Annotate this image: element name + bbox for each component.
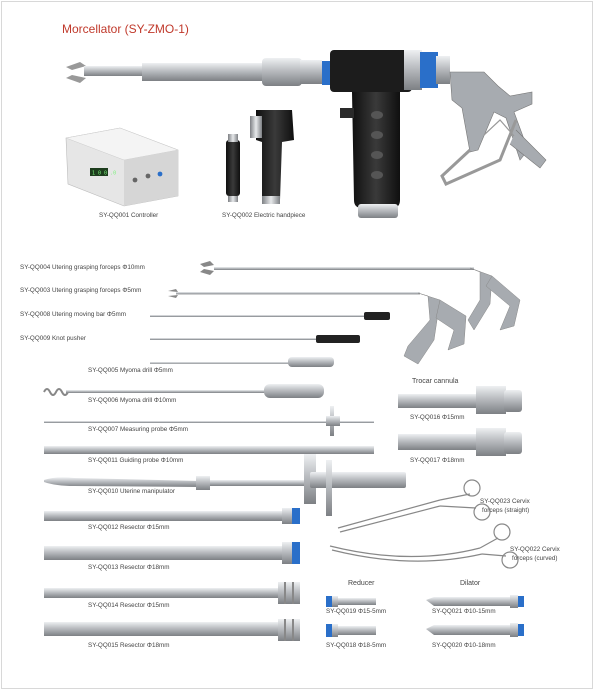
electric-handpiece [226, 110, 294, 204]
label-myoma-drill-5mm: SY-QQ005 Myoma drill Φ5mm [88, 367, 173, 374]
label-reducer-18-5mm: SY-QQ018 Φ18-5mm [326, 642, 387, 649]
knot-pusher [150, 335, 360, 343]
grasping-forceps-10mm [200, 261, 521, 331]
label-resector-15mm-b: SY-QQ014 Resector Φ15mm [88, 602, 170, 609]
label-controller: SY-QQ001 Controller [99, 212, 159, 219]
label-cervix-curved-1: SY-QQ022 Cervix [510, 546, 560, 553]
label-trocar-15mm: SY-QQ016 Φ15mm [410, 414, 465, 421]
label-cervix-straight-2: forceps (straight) [482, 507, 530, 514]
utering-moving-bar [150, 312, 390, 320]
grasping-forceps-5mm [168, 289, 467, 365]
label-electric-handpiece: SY-QQ002 Electric handpiece [222, 212, 306, 219]
reducer-15-5mm [326, 596, 376, 607]
reducer-18-5mm [326, 624, 376, 637]
guiding-probe [44, 446, 374, 454]
label-knot-pusher: SY-QQ009 Knot pusher [20, 335, 86, 342]
resector-18mm-a [44, 542, 300, 564]
controller-box: 1 0 0 .0 [65, 127, 179, 207]
label-grasping-forceps-10mm: SY-QQ004 Utering grasping forceps Φ10mm [20, 264, 145, 271]
label-grasping-forceps-5mm: SY-QQ003 Utering grasping forceps Φ5mm [20, 287, 142, 294]
uterine-manipulator [44, 454, 406, 516]
label-measuring-probe: SY-QQ007 Measuring probe Φ5mm [88, 426, 188, 433]
label-resector-18mm-a: SY-QQ013 Resector Φ18mm [88, 564, 170, 571]
label-uterine-manipulator: SY-QQ010 Uterine manipulator [88, 488, 175, 495]
header-trocar-cannula: Trocar cannula [412, 378, 459, 385]
cervix-forceps-straight [337, 479, 491, 533]
label-trocar-18mm: SY-QQ017 Φ18mm [410, 457, 465, 464]
dilator-10-15mm [426, 595, 524, 608]
morcellator-device [66, 50, 547, 218]
label-myoma-drill-10mm: SY-QQ006 Myoma drill Φ10mm [88, 397, 177, 404]
label-dilator-10-15mm: SY-QQ021 Φ10-15mm [432, 608, 496, 615]
trocar-cannula-18mm [398, 428, 522, 456]
header-dilator: Dilator [460, 580, 481, 587]
label-cervix-straight-1: SY-QQ023 Cervix [480, 498, 530, 505]
page-title: Morcellator (SY-ZMO-1) [62, 22, 189, 36]
controller-display-text: 1 0 0 .0 [92, 171, 116, 177]
cervix-forceps-curved [329, 523, 519, 569]
trocar-cannula-15mm [398, 386, 522, 414]
dilator-10-18mm [426, 623, 524, 637]
label-reducer-15-5mm: SY-QQ019 Φ15-5mm [326, 608, 387, 615]
label-moving-bar: SY-QQ008 Utering moving bar Φ5mm [20, 311, 126, 318]
resector-15mm-b [44, 582, 300, 604]
header-reducer: Reducer [348, 580, 375, 587]
myoma-drill-10mm [43, 384, 324, 398]
myoma-drill-5mm [150, 357, 334, 367]
measuring-probe [44, 406, 374, 436]
label-resector-18mm-b: SY-QQ015 Resector Φ18mm [88, 642, 170, 649]
label-cervix-curved-2: forceps (curved) [512, 555, 558, 562]
label-dilator-10-18mm: SY-QQ020 Φ10-18mm [432, 642, 496, 649]
resector-18mm-b [44, 619, 300, 641]
label-resector-15mm-a: SY-QQ012 Resector Φ15mm [88, 524, 170, 531]
resector-15mm-a [44, 508, 300, 524]
label-guiding-probe: SY-QQ011 Guiding probe Φ10mm [88, 457, 184, 464]
